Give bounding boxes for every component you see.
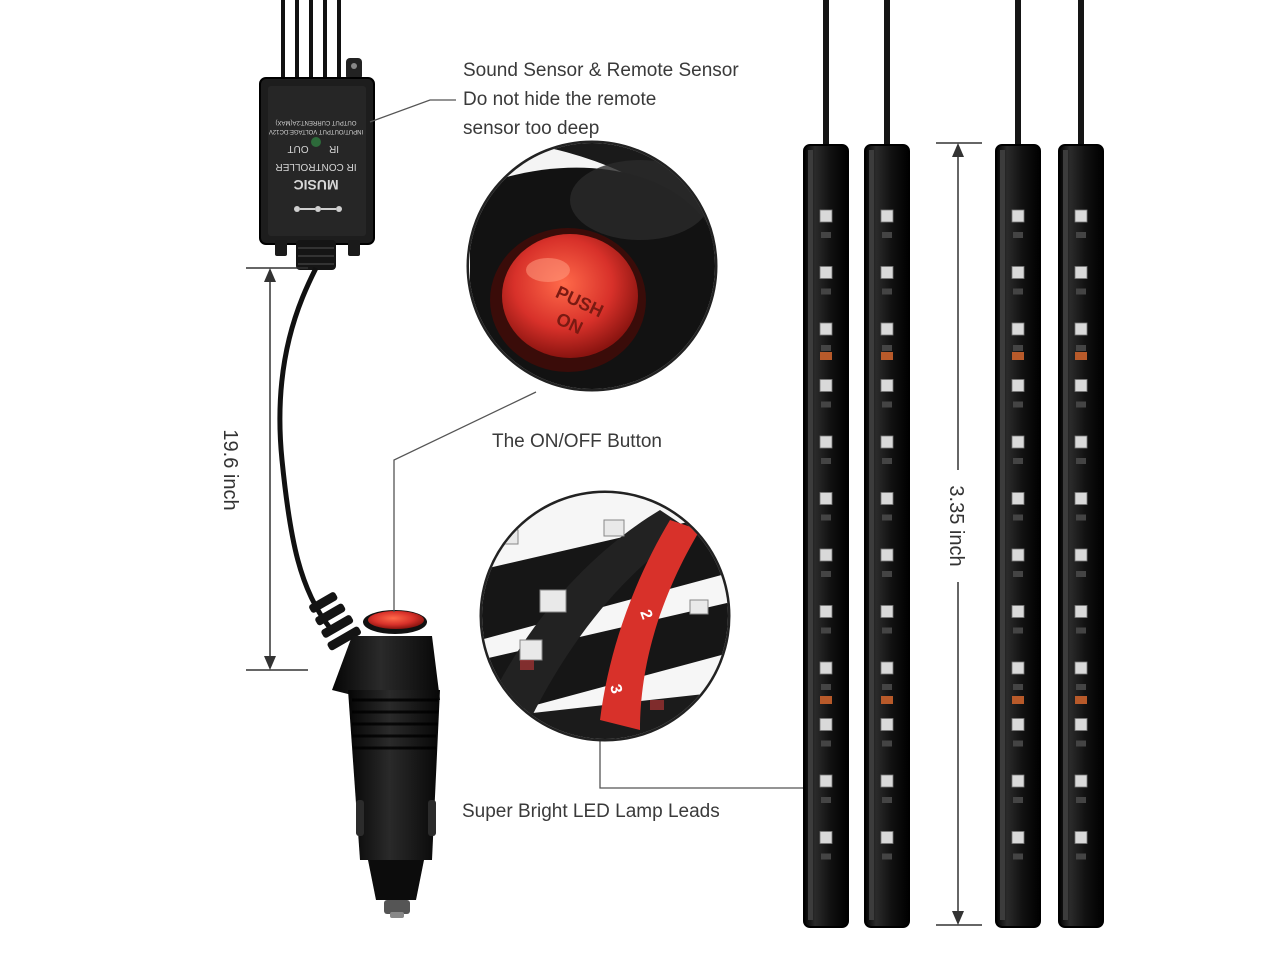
led-strip-1	[803, 0, 849, 928]
led-strip-group	[803, 0, 1104, 928]
strip-number-3: 3	[606, 683, 625, 696]
sensor-annotation-line2: Do not hide the remote	[463, 89, 657, 110]
led-strip-4	[1058, 0, 1104, 928]
controller-model: IR CONTROLLER	[275, 161, 356, 172]
cable-length-label: 19.6 inch	[219, 429, 241, 510]
ir-controller-box: MUSIC IR CONTROLLER IR OUT INPUT/OUTPUT …	[259, 58, 375, 270]
sensor-annotation-line1: Sound Sensor & Remote Sensor	[463, 60, 739, 81]
button-zoom-circle: PUSH ON	[466, 140, 718, 392]
button-annotation: The ON/OFF Button	[492, 431, 662, 452]
power-cable	[277, 266, 332, 630]
led-strip-2	[864, 0, 910, 928]
plug-power-button	[368, 611, 424, 629]
cable-strain-relief	[309, 592, 361, 651]
controller-port-out: OUT	[287, 143, 308, 154]
led-zoom-circle: 2 3	[479, 490, 731, 742]
led-strip-3	[995, 0, 1041, 928]
controller-brand: MUSIC	[293, 177, 338, 193]
controller-wires	[281, 0, 341, 90]
controller-port-ir: IR	[329, 143, 339, 154]
leader-lines	[369, 99, 812, 789]
led-annotation: Super Bright LED Lamp Leads	[462, 801, 720, 822]
cable-length-dimension	[246, 267, 308, 671]
controller-spec-current: OUTPUT CURRENT:2A(MAX)	[276, 119, 357, 125]
controller-spec-voltage: INPUT/OUTPUT VOLTAGE:DC12V	[269, 128, 363, 134]
strip-length-label: 3.35 inch	[945, 485, 967, 566]
strip-length-dimension	[936, 142, 982, 926]
sensor-annotation-line3: sensor too deep	[463, 118, 600, 139]
cigarette-lighter-plug	[332, 610, 440, 918]
